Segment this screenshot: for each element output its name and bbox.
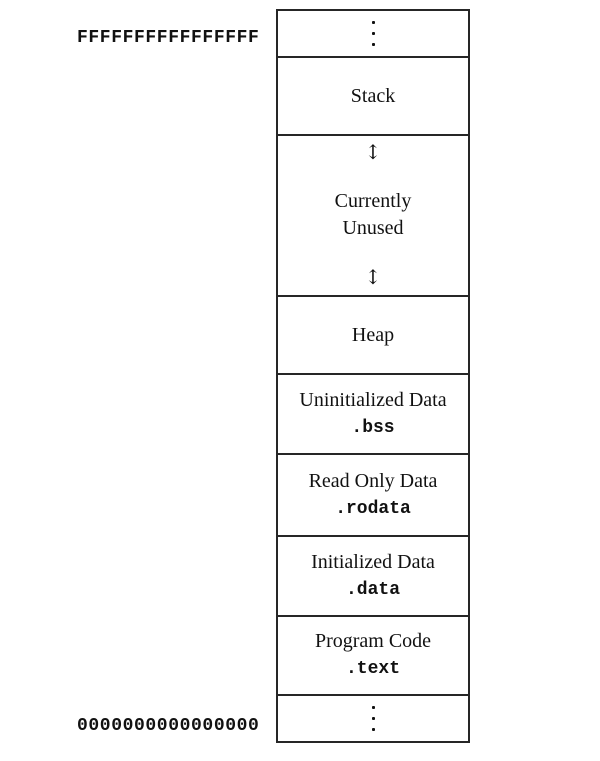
section-title-stack: Stack <box>350 84 396 107</box>
segment-name-bss: .bss <box>351 417 395 438</box>
dot <box>371 32 375 35</box>
address-label-top: FFFFFFFFFFFFFFFF <box>77 28 260 48</box>
section-title-data: Initialized Data <box>311 550 435 573</box>
dot <box>371 21 375 24</box>
section-title-text: Program Code <box>314 630 432 652</box>
section-title-line1: Currently <box>334 189 412 212</box>
dot <box>371 706 375 709</box>
section-bss: Uninitialized Data .bss <box>278 375 468 455</box>
section-title-line2: Unused <box>342 216 404 239</box>
dot <box>371 43 375 46</box>
section-ellipsis-top <box>278 11 468 58</box>
section-title-bss: Uninitialized Data <box>299 388 447 411</box>
section-text: Program Code .text <box>278 617 468 696</box>
memory-column: Stack ↕ Currently Unused ↕ Heap Uninitia… <box>276 9 470 743</box>
dot <box>371 728 375 731</box>
up-down-arrow-icon: ↕ <box>364 140 382 164</box>
vertical-ellipsis-icon <box>371 706 375 731</box>
section-data: Initialized Data .data <box>278 537 468 617</box>
segment-name-data: .data <box>345 579 400 600</box>
up-down-arrow-icon: ↕ <box>364 265 382 289</box>
section-currently-unused: ↕ Currently Unused ↕ <box>278 136 468 297</box>
section-stack: Stack <box>278 58 468 136</box>
address-label-bottom: 0000000000000000 <box>77 716 260 736</box>
section-title-heap: Heap <box>351 323 395 346</box>
currently-unused-label: Currently Unused <box>335 188 412 242</box>
segment-name-text: .text <box>345 659 400 679</box>
section-title-rodata: Read Only Data <box>308 469 438 492</box>
section-ellipsis-bottom <box>278 696 468 741</box>
dot <box>371 717 375 720</box>
section-heap: Heap <box>278 297 468 375</box>
segment-name-rodata: .rodata <box>335 498 411 519</box>
vertical-ellipsis-icon <box>371 21 375 46</box>
section-rodata: Read Only Data .rodata <box>278 455 468 537</box>
